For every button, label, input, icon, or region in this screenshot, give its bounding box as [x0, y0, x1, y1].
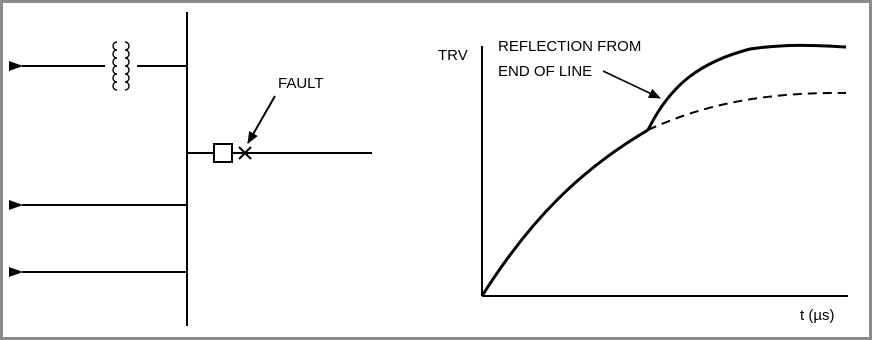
annotation-line-2: END OF LINE [498, 63, 592, 80]
trv-diagram: FAULT TRV t (µs) REFLECTION FROM END OF … [8, 12, 848, 326]
trv-curve-without-reflection [647, 91, 847, 131]
circuit-breaker-icon [213, 143, 233, 163]
trv-curve-initial [480, 128, 649, 297]
reflection-annotation: REFLECTION FROM END OF LINE [498, 38, 641, 80]
fault-label: FAULT [278, 75, 324, 92]
transformer-icon [105, 36, 137, 94]
trv-curve-with-reflection [646, 43, 847, 131]
reflection-pointer-arrow [602, 70, 661, 99]
annotation-line-1: REFLECTION FROM [498, 38, 641, 55]
fault-pointer-arrow [247, 95, 276, 144]
x-axis-label: t (µs) [800, 307, 834, 324]
y-axis-label: TRV [438, 47, 468, 64]
fault-x-icon [238, 146, 252, 160]
